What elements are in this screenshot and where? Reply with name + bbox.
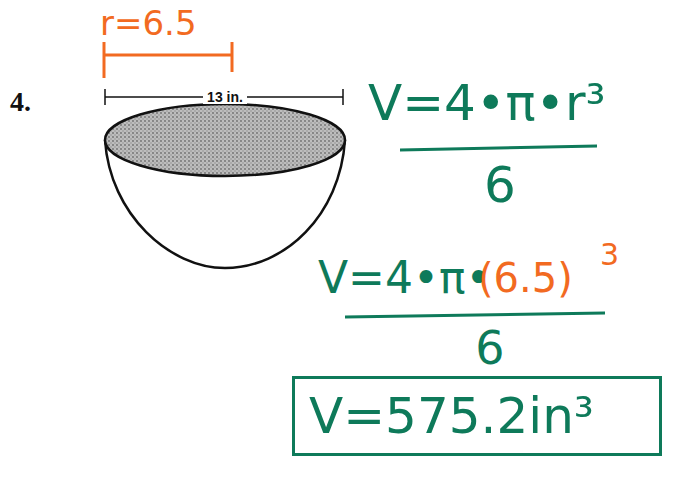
dimension-tick (104, 89, 106, 105)
dimension-label: 13 in. (203, 90, 247, 104)
problem-number: 4. (10, 88, 31, 116)
substitution: V=4•π• (318, 256, 491, 300)
fraction-bar (345, 313, 605, 317)
radius-tick (231, 42, 234, 72)
fraction-bar (400, 146, 597, 150)
bowl-rim (105, 104, 345, 176)
radius-label: r=6.5 (100, 6, 197, 40)
radius-bracket (104, 54, 232, 57)
radius-tick (103, 42, 106, 78)
dimension-tick (342, 89, 344, 105)
exponent: 3 (600, 240, 619, 270)
formula: V=4•π•r³ (368, 78, 606, 128)
answer-box: V=575.2in³ (292, 376, 662, 456)
substituted-radius: (6.5) (478, 258, 573, 298)
denominator: 6 (475, 325, 504, 371)
answer-text: V=575.2in³ (309, 391, 645, 441)
denominator: 6 (484, 160, 516, 210)
